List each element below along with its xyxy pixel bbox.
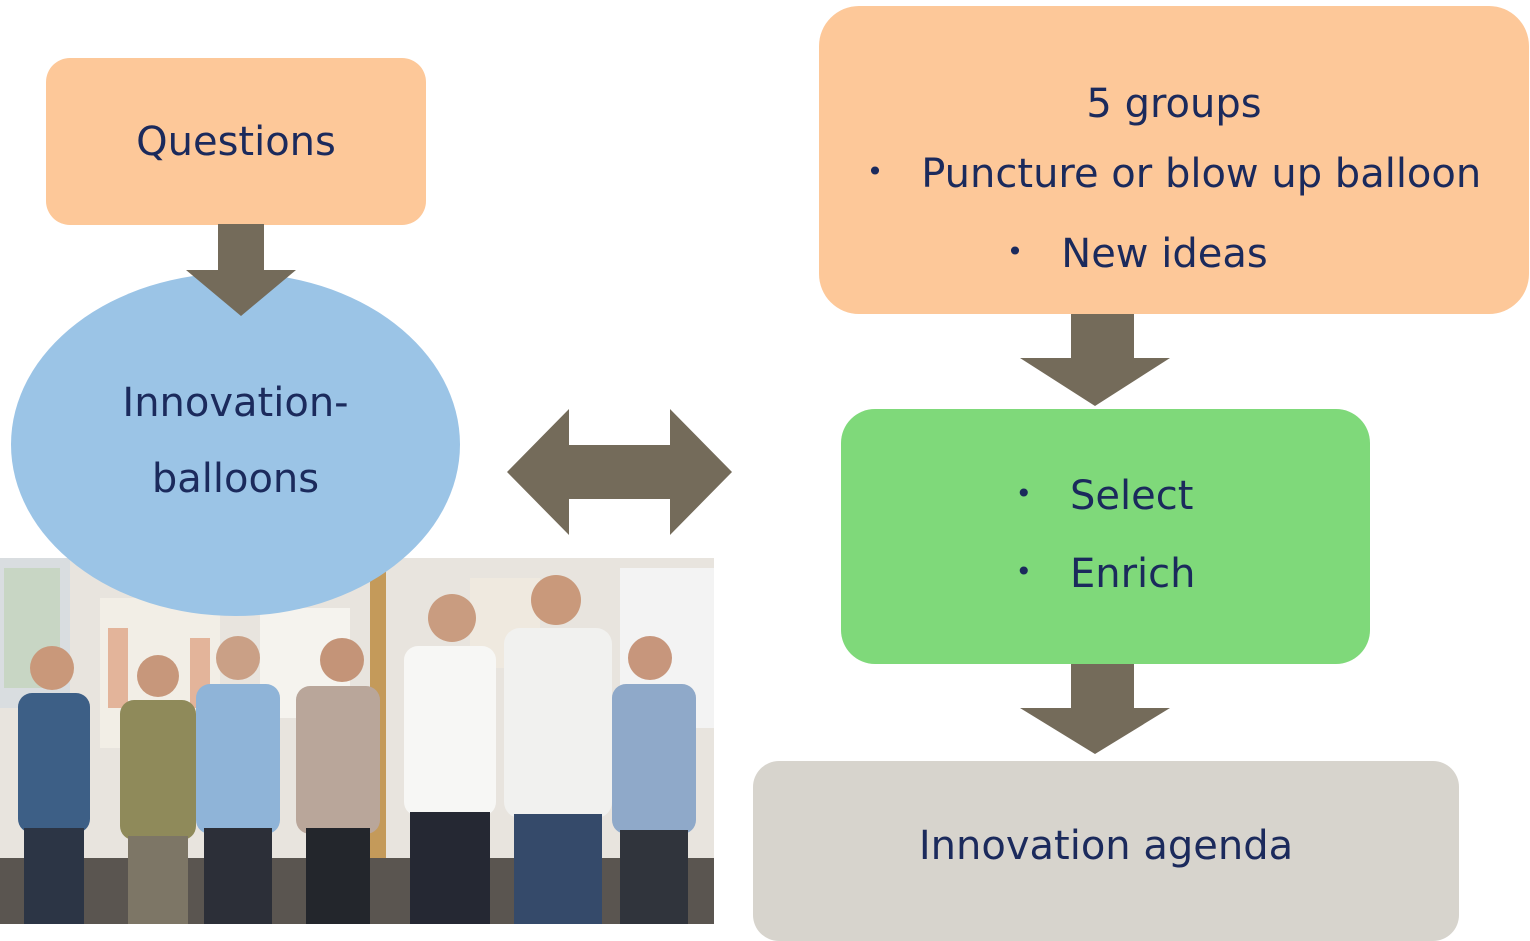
bullet-icon: •: [1006, 235, 1024, 268]
select-enrich-box: • Select • Enrich: [841, 409, 1370, 664]
bullet-icon: •: [1015, 554, 1032, 588]
down-arrow-select: [1020, 664, 1170, 754]
down-arrow-questions: [186, 224, 296, 316]
groups-list: • Puncture or blow up balloon • New ideas: [867, 136, 1481, 296]
questions-label: Questions: [136, 118, 336, 165]
select-list: • Select • Enrich: [1015, 459, 1195, 615]
balloon-label-line1: Innovation-: [122, 379, 349, 426]
groups-item-label: Puncture or blow up balloon: [921, 151, 1482, 197]
innovation-balloons-ellipse: Innovation- balloons: [11, 273, 460, 616]
select-item-label: Select: [1069, 472, 1194, 519]
groups-item-label: New ideas: [1061, 231, 1268, 277]
agenda-label: Innovation agenda: [918, 823, 1294, 869]
groups-list-item: • New ideas: [1007, 216, 1481, 296]
select-item-label: Enrich: [1069, 550, 1196, 597]
select-list-item: • Enrich: [1015, 537, 1195, 615]
groups-title: 5 groups: [1086, 81, 1262, 127]
down-arrow-groups: [1020, 314, 1170, 406]
innovation-agenda-box: Innovation agenda: [753, 761, 1459, 941]
select-list-item: • Select: [1015, 459, 1195, 537]
questions-box: Questions: [46, 58, 426, 225]
group-photo: [0, 558, 714, 924]
double-arrow-icon: [507, 409, 732, 535]
groups-list-item: • Puncture or blow up balloon: [867, 136, 1481, 216]
bullet-icon: •: [866, 155, 884, 188]
balloon-label-line2: balloons: [151, 455, 320, 502]
bullet-icon: •: [1015, 476, 1032, 510]
groups-box: 5 groups • Puncture or blow up balloon • N…: [819, 6, 1529, 314]
